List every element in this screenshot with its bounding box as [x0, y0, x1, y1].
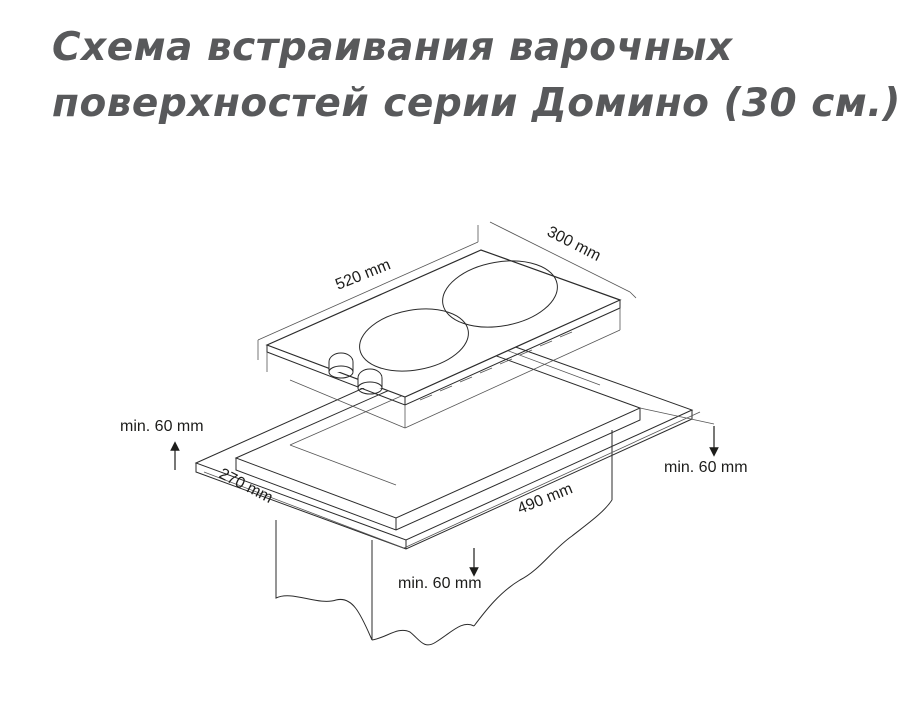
title-line-2: поверхностей серии Домино (30 см.): [52, 81, 901, 126]
label-hob-length: 520 mm: [333, 256, 393, 293]
title-line-1: Схема встраивания варочных: [52, 25, 733, 70]
page-title: Схема встраивания варочных поверхностей …: [52, 20, 901, 132]
label-clearance-front: min. 60 mm: [398, 575, 482, 592]
label-clearance-right: min. 60 mm: [664, 459, 748, 476]
label-hob-width: 300 mm: [544, 223, 603, 264]
hob: [265, 249, 622, 429]
label-cutout-width: 270 mm: [216, 465, 275, 506]
label-clearance-back: min. 60 mm: [120, 418, 204, 435]
control-knobs: [328, 352, 383, 395]
dimension-lines: [203, 221, 715, 549]
cabinet: [275, 430, 613, 646]
burner-large: [442, 260, 558, 328]
burner-small: [359, 308, 469, 372]
